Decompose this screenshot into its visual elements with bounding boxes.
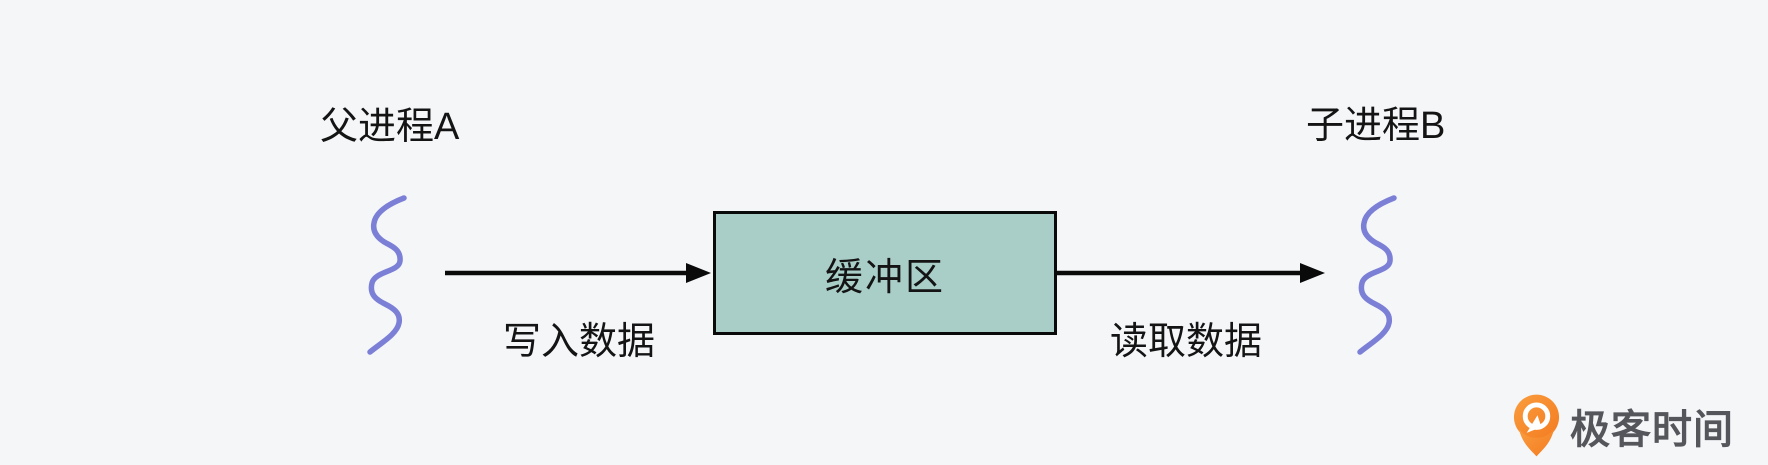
geektime-logo-text: 极客时间 <box>1570 408 1734 452</box>
child-process-wavy-line-icon <box>1357 195 1397 355</box>
read-data-label: 读取数据 <box>1110 321 1263 363</box>
geektime-logo-icon <box>1513 394 1560 457</box>
buffer-label: 缓冲区 <box>824 256 945 299</box>
parent-process-label: 父进程A <box>320 106 460 148</box>
write-arrow-icon <box>445 263 711 283</box>
buffer-box: 缓冲区 <box>713 211 1057 335</box>
parent-process-wavy-line-icon <box>367 195 407 355</box>
geektime-logo: 极客时间 <box>1512 393 1734 459</box>
write-data-label: 写入数据 <box>503 321 656 363</box>
child-process-label: 子进程B <box>1306 105 1446 147</box>
read-arrow-icon <box>1057 263 1325 283</box>
